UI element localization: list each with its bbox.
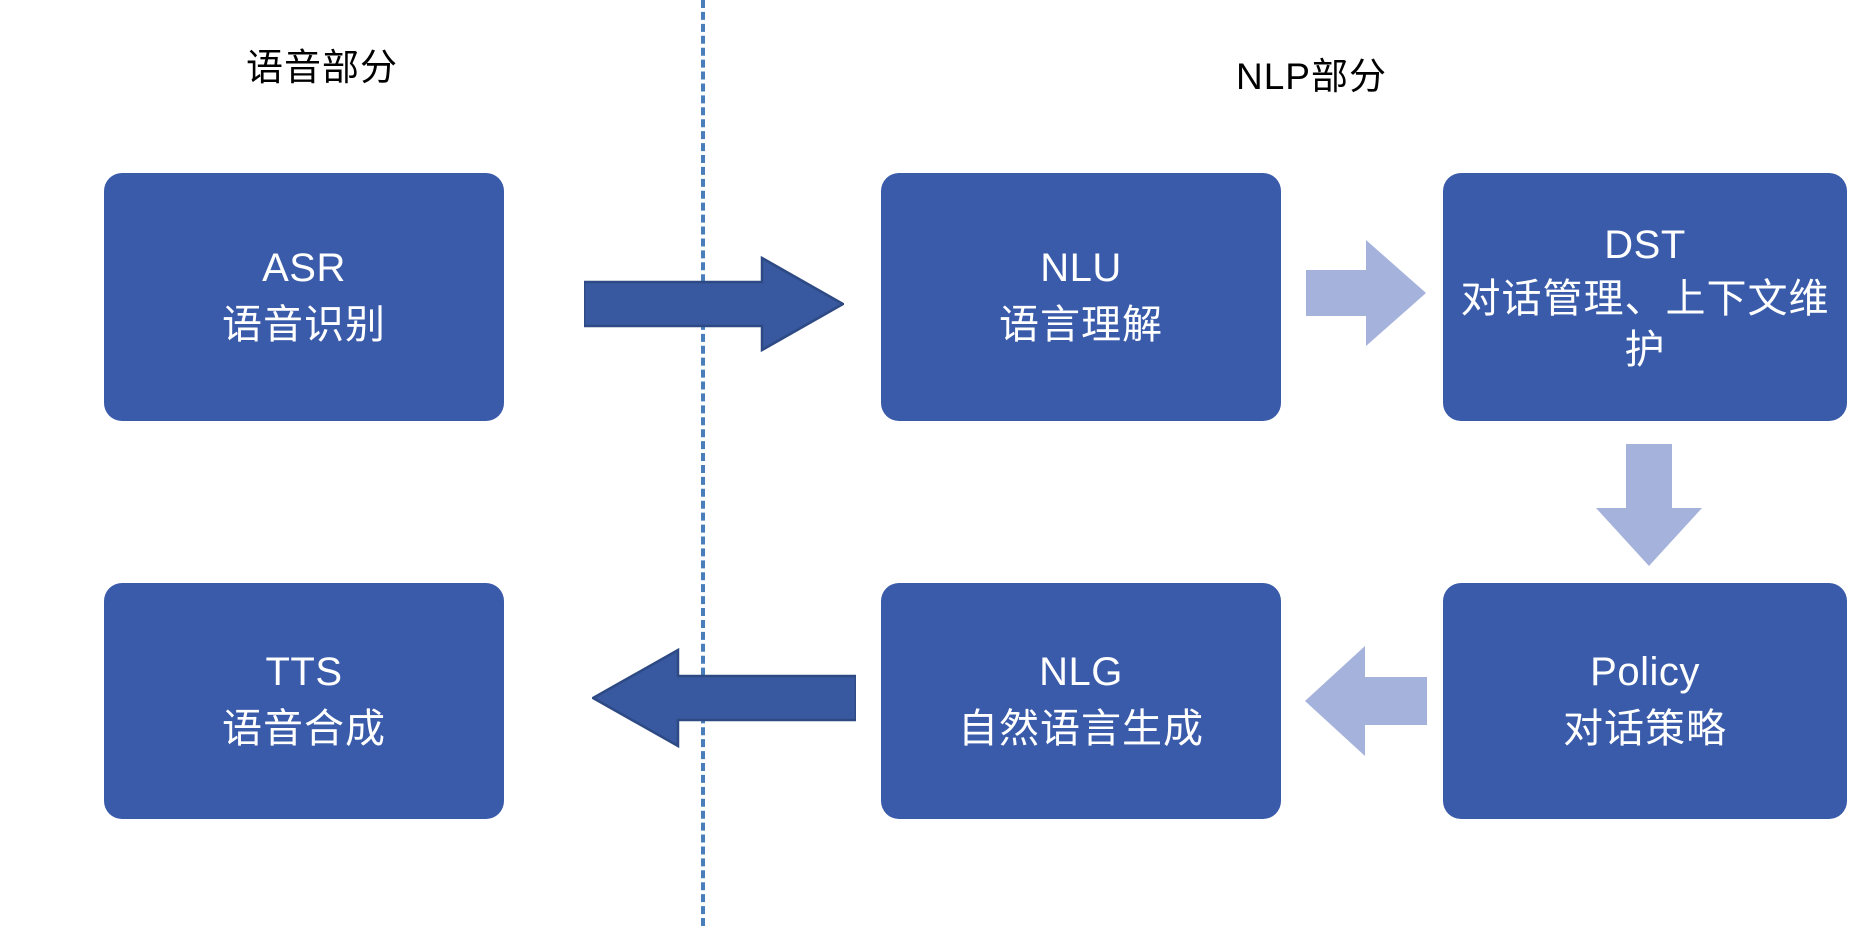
- arrow-right-asr-to-nlu-icon: [584, 256, 844, 352]
- box-policy-label: 对话策略: [1563, 707, 1727, 751]
- box-asr-abbr: ASR: [262, 246, 346, 291]
- box-dst-abbr: DST: [1604, 223, 1686, 268]
- process-box-tts[interactable]: TTS 语音合成: [104, 583, 504, 819]
- process-box-nlu[interactable]: NLU 语言理解: [881, 173, 1281, 421]
- process-box-dst[interactable]: DST 对话管理、上下文维护: [1443, 173, 1847, 421]
- arrow-down-dst-to-policy-icon: [1595, 444, 1703, 566]
- process-box-policy[interactable]: Policy 对话策略: [1443, 583, 1847, 819]
- section-title-nlp: NLP部分: [1236, 56, 1387, 97]
- process-box-asr[interactable]: ASR 语音识别: [104, 173, 504, 421]
- box-nlu-abbr: NLU: [1040, 246, 1122, 291]
- box-asr-label: 语音识别: [222, 303, 386, 347]
- section-title-speech: 语音部分: [246, 47, 398, 88]
- box-nlg-label: 自然语言生成: [958, 707, 1204, 751]
- box-dst-label: 对话管理、上下文维护: [1460, 277, 1830, 373]
- process-box-nlg[interactable]: NLG 自然语言生成: [881, 583, 1281, 819]
- section-divider-dashed-line: [701, 0, 705, 926]
- box-nlu-label: 语言理解: [999, 303, 1163, 347]
- arrow-left-policy-to-nlg-icon: [1303, 644, 1427, 758]
- box-tts-abbr: TTS: [265, 650, 343, 695]
- box-policy-abbr: Policy: [1590, 650, 1700, 695]
- box-tts-label: 语音合成: [222, 707, 386, 751]
- arrow-right-nlu-to-dst-icon: [1306, 238, 1426, 348]
- arrow-left-nlg-to-tts-icon: [592, 648, 856, 748]
- box-nlg-abbr: NLG: [1039, 650, 1123, 695]
